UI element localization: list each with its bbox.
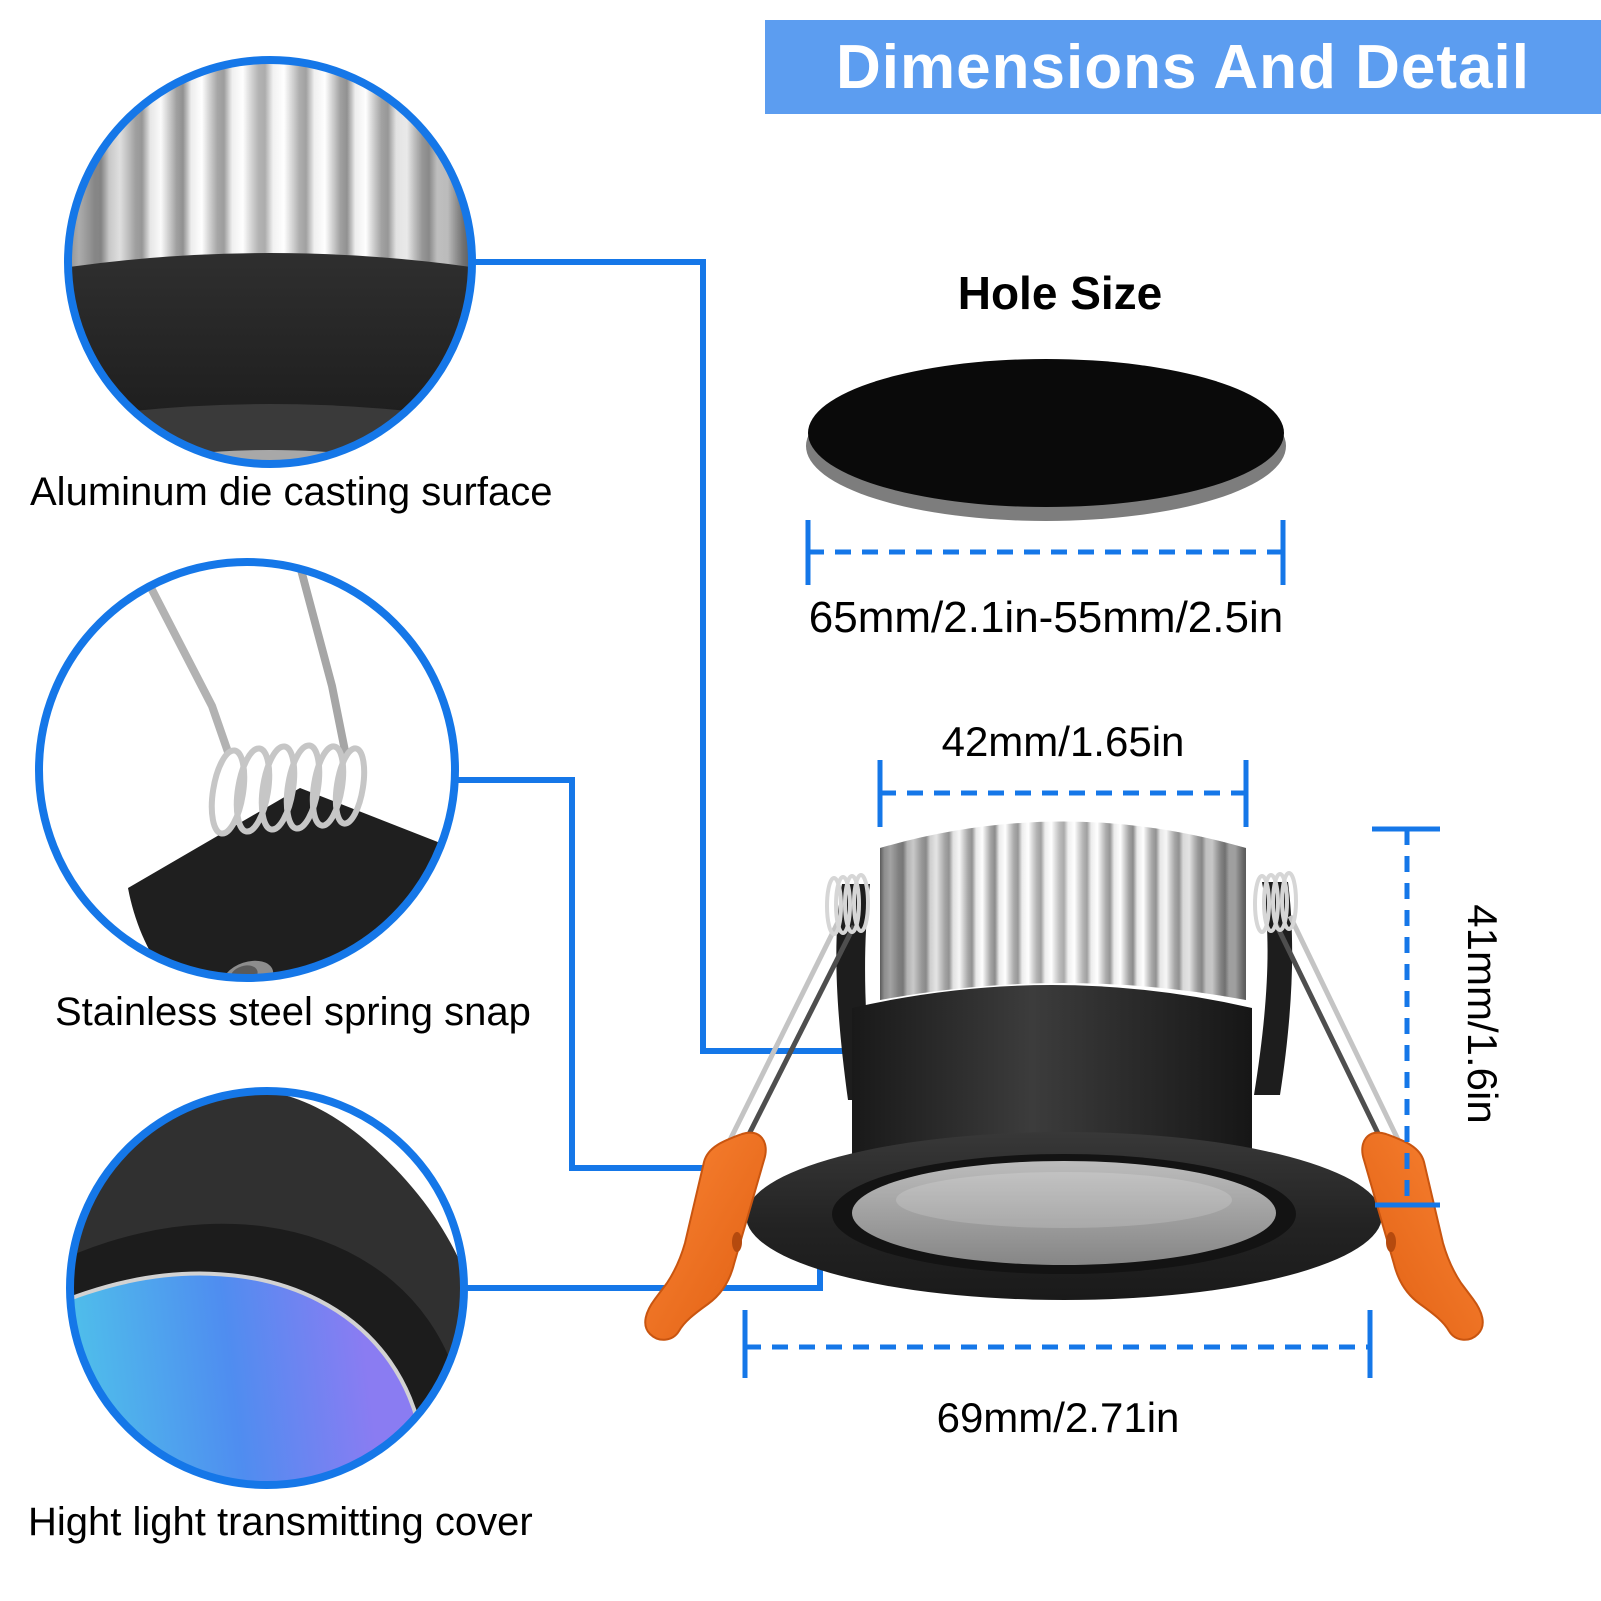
heat-sink bbox=[880, 821, 1246, 1000]
spring-clip-right bbox=[1253, 871, 1407, 1160]
callout-spring bbox=[455, 777, 736, 1171]
bottom-width-text: 69mm/2.71in bbox=[937, 1394, 1180, 1441]
top-width-text: 42mm/1.65in bbox=[942, 718, 1185, 765]
hole-dimension-text: 65mm/2.1in-55mm/2.5in bbox=[809, 593, 1283, 642]
feature-label-aluminum-surface: Aluminum die casting surface bbox=[30, 470, 553, 514]
feature-label-light-cover: Hight light transmitting cover bbox=[28, 1500, 533, 1544]
housing-body bbox=[852, 985, 1252, 1165]
hole-size-title: Hole Size bbox=[957, 267, 1163, 319]
hole-ellipse bbox=[808, 359, 1284, 507]
height-text: 41mm/1.6in bbox=[1459, 904, 1506, 1123]
detail-circle-cover bbox=[66, 1087, 468, 1489]
hole-graphic bbox=[806, 359, 1286, 521]
handle-hole-left bbox=[732, 1232, 742, 1252]
lens bbox=[852, 1161, 1276, 1265]
downlight-product bbox=[644, 821, 1484, 1341]
dimension-bottom-width bbox=[742, 1310, 1373, 1378]
lens-highlight bbox=[896, 1172, 1232, 1228]
detail-circle-aluminum bbox=[64, 56, 476, 468]
orange-handle-left bbox=[644, 1131, 767, 1341]
dimension-top-width bbox=[877, 760, 1249, 827]
callout-aluminum bbox=[472, 259, 938, 1054]
spring-clip-left bbox=[721, 873, 874, 1160]
dimension-height bbox=[1372, 826, 1440, 1208]
feature-label-spring-snap: Stainless steel spring snap bbox=[55, 990, 531, 1034]
detail-circle-spring bbox=[35, 558, 459, 982]
orange-handle-right bbox=[1361, 1131, 1484, 1341]
dimension-hole bbox=[805, 520, 1286, 585]
banner: Dimensions And Detail bbox=[765, 20, 1601, 114]
banner-title: Dimensions And Detail bbox=[836, 32, 1530, 102]
handle-hole-right bbox=[1386, 1232, 1396, 1252]
